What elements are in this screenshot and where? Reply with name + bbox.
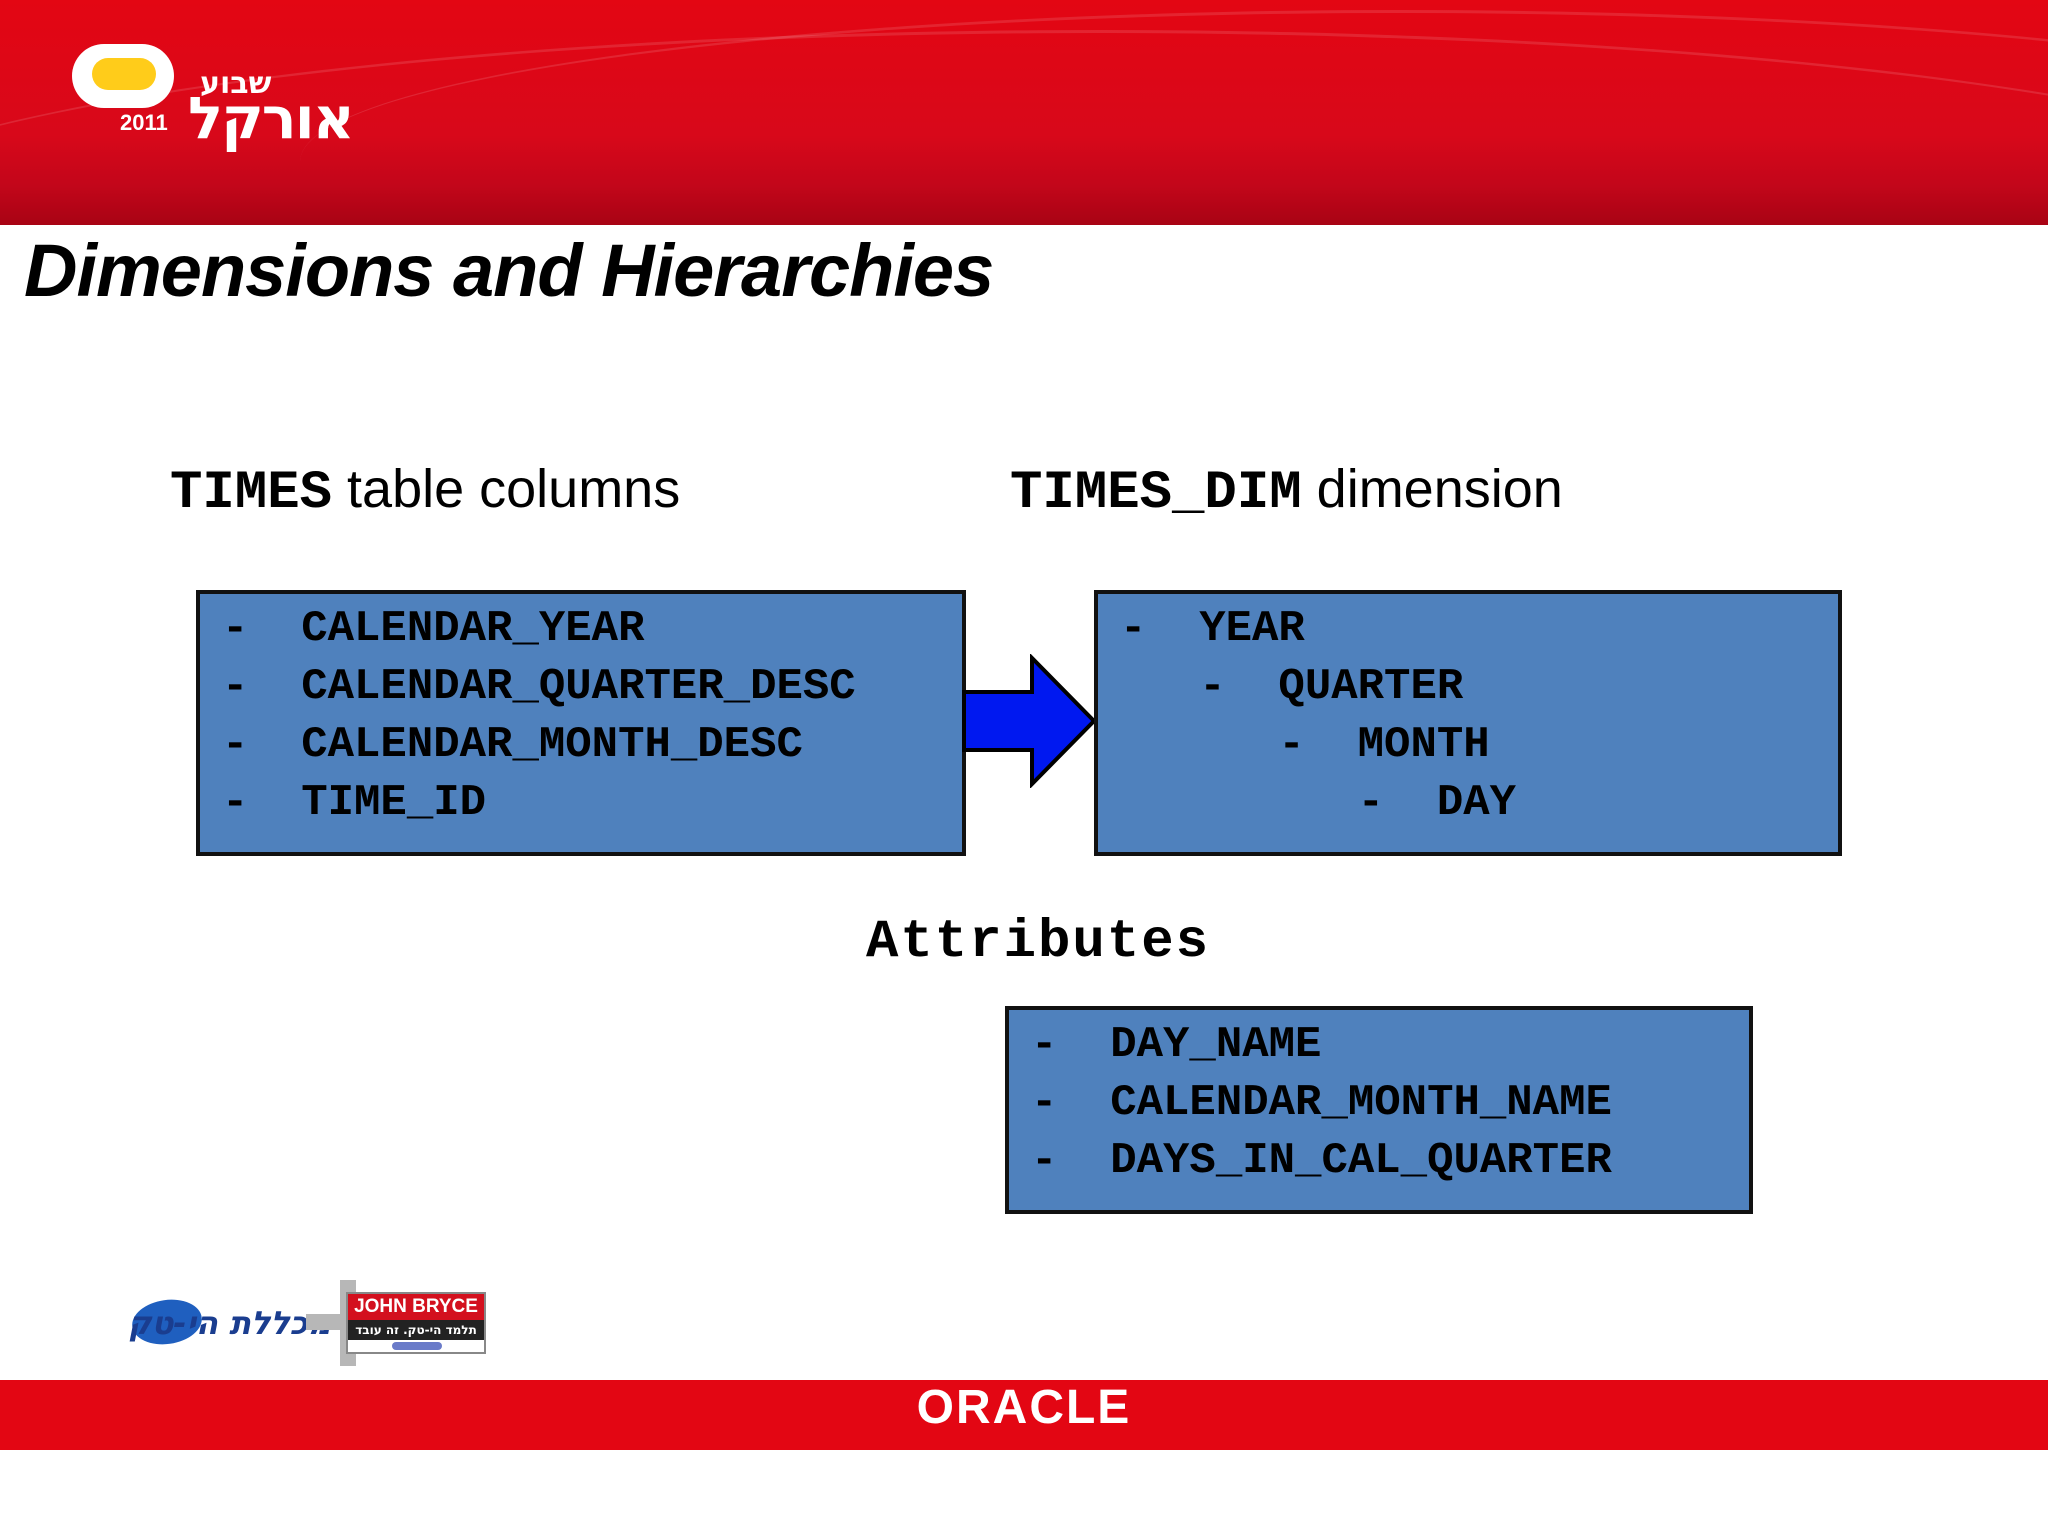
dimension-levels-list: - YEAR - QUARTER - MONTH - DAY [1120,600,1838,832]
table-column-item: - CALENDAR_QUARTER_DESC [222,662,856,712]
dimension-level-item: - YEAR [1120,604,1305,654]
john-bryce-logo-text: JOHN BRYCE [348,1294,484,1320]
dimension-level-item: - MONTH [1120,720,1490,770]
attribute-item: - DAYS_IN_CAL_QUARTER [1031,1136,1612,1186]
table-name: TIMES [170,463,333,524]
dimension-level-item: - QUARTER [1120,662,1464,712]
table-column-item: - TIME_ID [222,778,487,828]
logo-text-large: אורקל [188,84,355,152]
logo-year: 2011 [120,110,168,135]
dimension-heading: TIMES_DIM dimension [1010,458,1563,524]
oracle-logo: ORACLE [916,1381,1132,1434]
dimension-name: TIMES_DIM [1010,463,1302,524]
footer-bar: ORACLE [0,1380,2048,1450]
attributes-box: - DAY_NAME - CALENDAR_MONTH_NAME - DAYS_… [1005,1006,1753,1214]
dimension-level-item: - DAY [1120,778,1517,828]
john-bryce-tagline: תלמד הי-טק. זה עובד [348,1320,484,1340]
john-bryce-logo: JOHN BRYCE תלמד הי-טק. זה עובד [346,1292,486,1354]
table-columns-list: - CALENDAR_YEAR - CALENDAR_QUARTER_DESC … [222,600,962,832]
dimension-caption: dimension [1301,459,1563,519]
table-columns-heading: TIMES table columns [170,458,680,524]
logo-text-small: שבוע [200,66,272,101]
partner-logos: מכללת הי-טק JOHN BRYCE תלמד הי-טק. זה עו… [128,1272,498,1372]
table-column-item: - CALENDAR_MONTH_DESC [222,720,803,770]
page-title: Dimensions and Hierarchies [24,229,994,312]
table-columns-caption: table columns [332,459,681,519]
table-column-item: - CALENDAR_YEAR [222,604,645,654]
dimension-hierarchy-box: - YEAR - QUARTER - MONTH - DAY [1094,590,1842,856]
attributes-heading: Attributes [866,912,1211,973]
oracle-week-logo-icon [72,44,174,108]
banner-swoosh [300,10,2048,225]
hitec-college-logo-text: מכללת הי-טק [128,1304,331,1342]
right-arrow-icon [962,654,1097,788]
attribute-item: - DAY_NAME [1031,1020,1322,1070]
matrix-company-mark-icon [392,1342,442,1350]
header-banner: 2011 שבוע אורקל [0,0,2048,225]
attribute-item: - CALENDAR_MONTH_NAME [1031,1078,1612,1128]
table-columns-box: - CALENDAR_YEAR - CALENDAR_QUARTER_DESC … [196,590,966,856]
attributes-list: - DAY_NAME - CALENDAR_MONTH_NAME - DAYS_… [1031,1016,1749,1190]
